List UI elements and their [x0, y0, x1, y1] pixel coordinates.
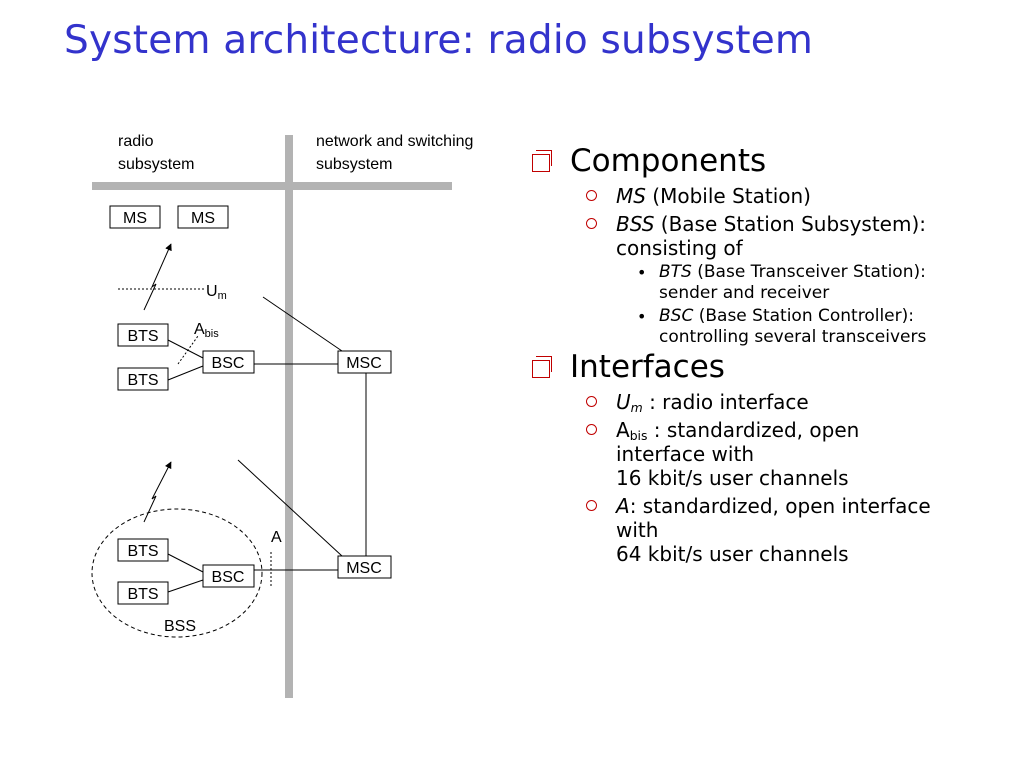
bts-box-2	[117, 367, 169, 391]
ms-label-1: MS	[123, 210, 147, 227]
bullet-ms: MS (Mobile Station)	[532, 184, 1012, 208]
bsc-box-1	[202, 350, 255, 374]
radio-link-lower	[143, 461, 172, 523]
circle-bullet-icon	[586, 190, 597, 201]
ms-label-2: MS	[191, 210, 215, 227]
um-label: Um	[206, 283, 227, 302]
header-network-subsystem-line1: network and switching	[316, 133, 473, 150]
ms-box-2	[177, 205, 229, 229]
bullet-um: Um : radio interface	[532, 390, 1012, 414]
header-radio-subsystem-line1: radio	[118, 133, 154, 150]
box-bullet-icon	[532, 150, 552, 172]
bullet-bts: •BTS (Base Transceiver Station):sender a…	[637, 262, 926, 303]
bss-label: BSS	[164, 618, 196, 635]
bsc-label-2: BSC	[212, 569, 245, 586]
circle-bullet-icon	[586, 424, 597, 435]
circle-bullet-icon	[586, 396, 597, 407]
dot-bullet-icon: •	[637, 307, 647, 326]
link-bts4-bsc2	[167, 579, 204, 593]
bts-label-2: BTS	[127, 372, 158, 389]
radio-link-upper	[143, 243, 172, 311]
link-bts2-bsc1	[167, 365, 204, 381]
bullet-bss: BSS (Base Station Subsystem):consisting …	[532, 212, 1012, 260]
a-interface-label: A	[271, 529, 282, 546]
bsc-label-1: BSC	[212, 355, 245, 372]
header-network-subsystem-line2: subsystem	[316, 156, 392, 173]
bts-box-1	[117, 323, 169, 347]
msc-label-1: MSC	[346, 355, 382, 372]
msc-box-2	[337, 555, 392, 579]
dot-bullet-icon: •	[637, 263, 647, 282]
bts-label-4: BTS	[127, 586, 158, 603]
header-radio-subsystem-line2: subsystem	[118, 156, 194, 173]
horizontal-divider-bar	[92, 182, 452, 190]
components-heading: Components	[532, 142, 1012, 180]
ms-box-1	[109, 205, 161, 229]
link-msc2-upper	[237, 459, 343, 557]
slide-title: System architecture: radio subsystem	[64, 18, 814, 63]
vertical-divider-bar	[285, 135, 293, 698]
bullet-list: Components MS (Mobile Station) BSS (Base…	[532, 142, 1012, 566]
box-bullet-icon	[532, 356, 552, 378]
bullet-bsc: •BSC (Base Station Controller):controlli…	[637, 306, 927, 347]
circle-bullet-icon	[586, 500, 597, 511]
bts-label-3: BTS	[127, 543, 158, 560]
bts-box-4	[117, 581, 169, 605]
link-msc1-upper	[262, 296, 343, 352]
msc-label-2: MSC	[346, 560, 382, 577]
bss-ellipse	[91, 508, 263, 638]
circle-bullet-icon	[586, 218, 597, 229]
bts-label-1: BTS	[127, 328, 158, 345]
link-bts3-bsc2	[167, 553, 204, 573]
interfaces-heading: Interfaces	[532, 348, 1012, 386]
link-bts1-bsc1	[167, 339, 204, 359]
abis-label: Abis	[194, 321, 219, 340]
bts-box-3	[117, 538, 169, 562]
architecture-diagram: radio subsystem network and switching su…	[91, 133, 473, 698]
msc-box-1	[337, 350, 392, 374]
bsc-box-2	[202, 564, 255, 588]
